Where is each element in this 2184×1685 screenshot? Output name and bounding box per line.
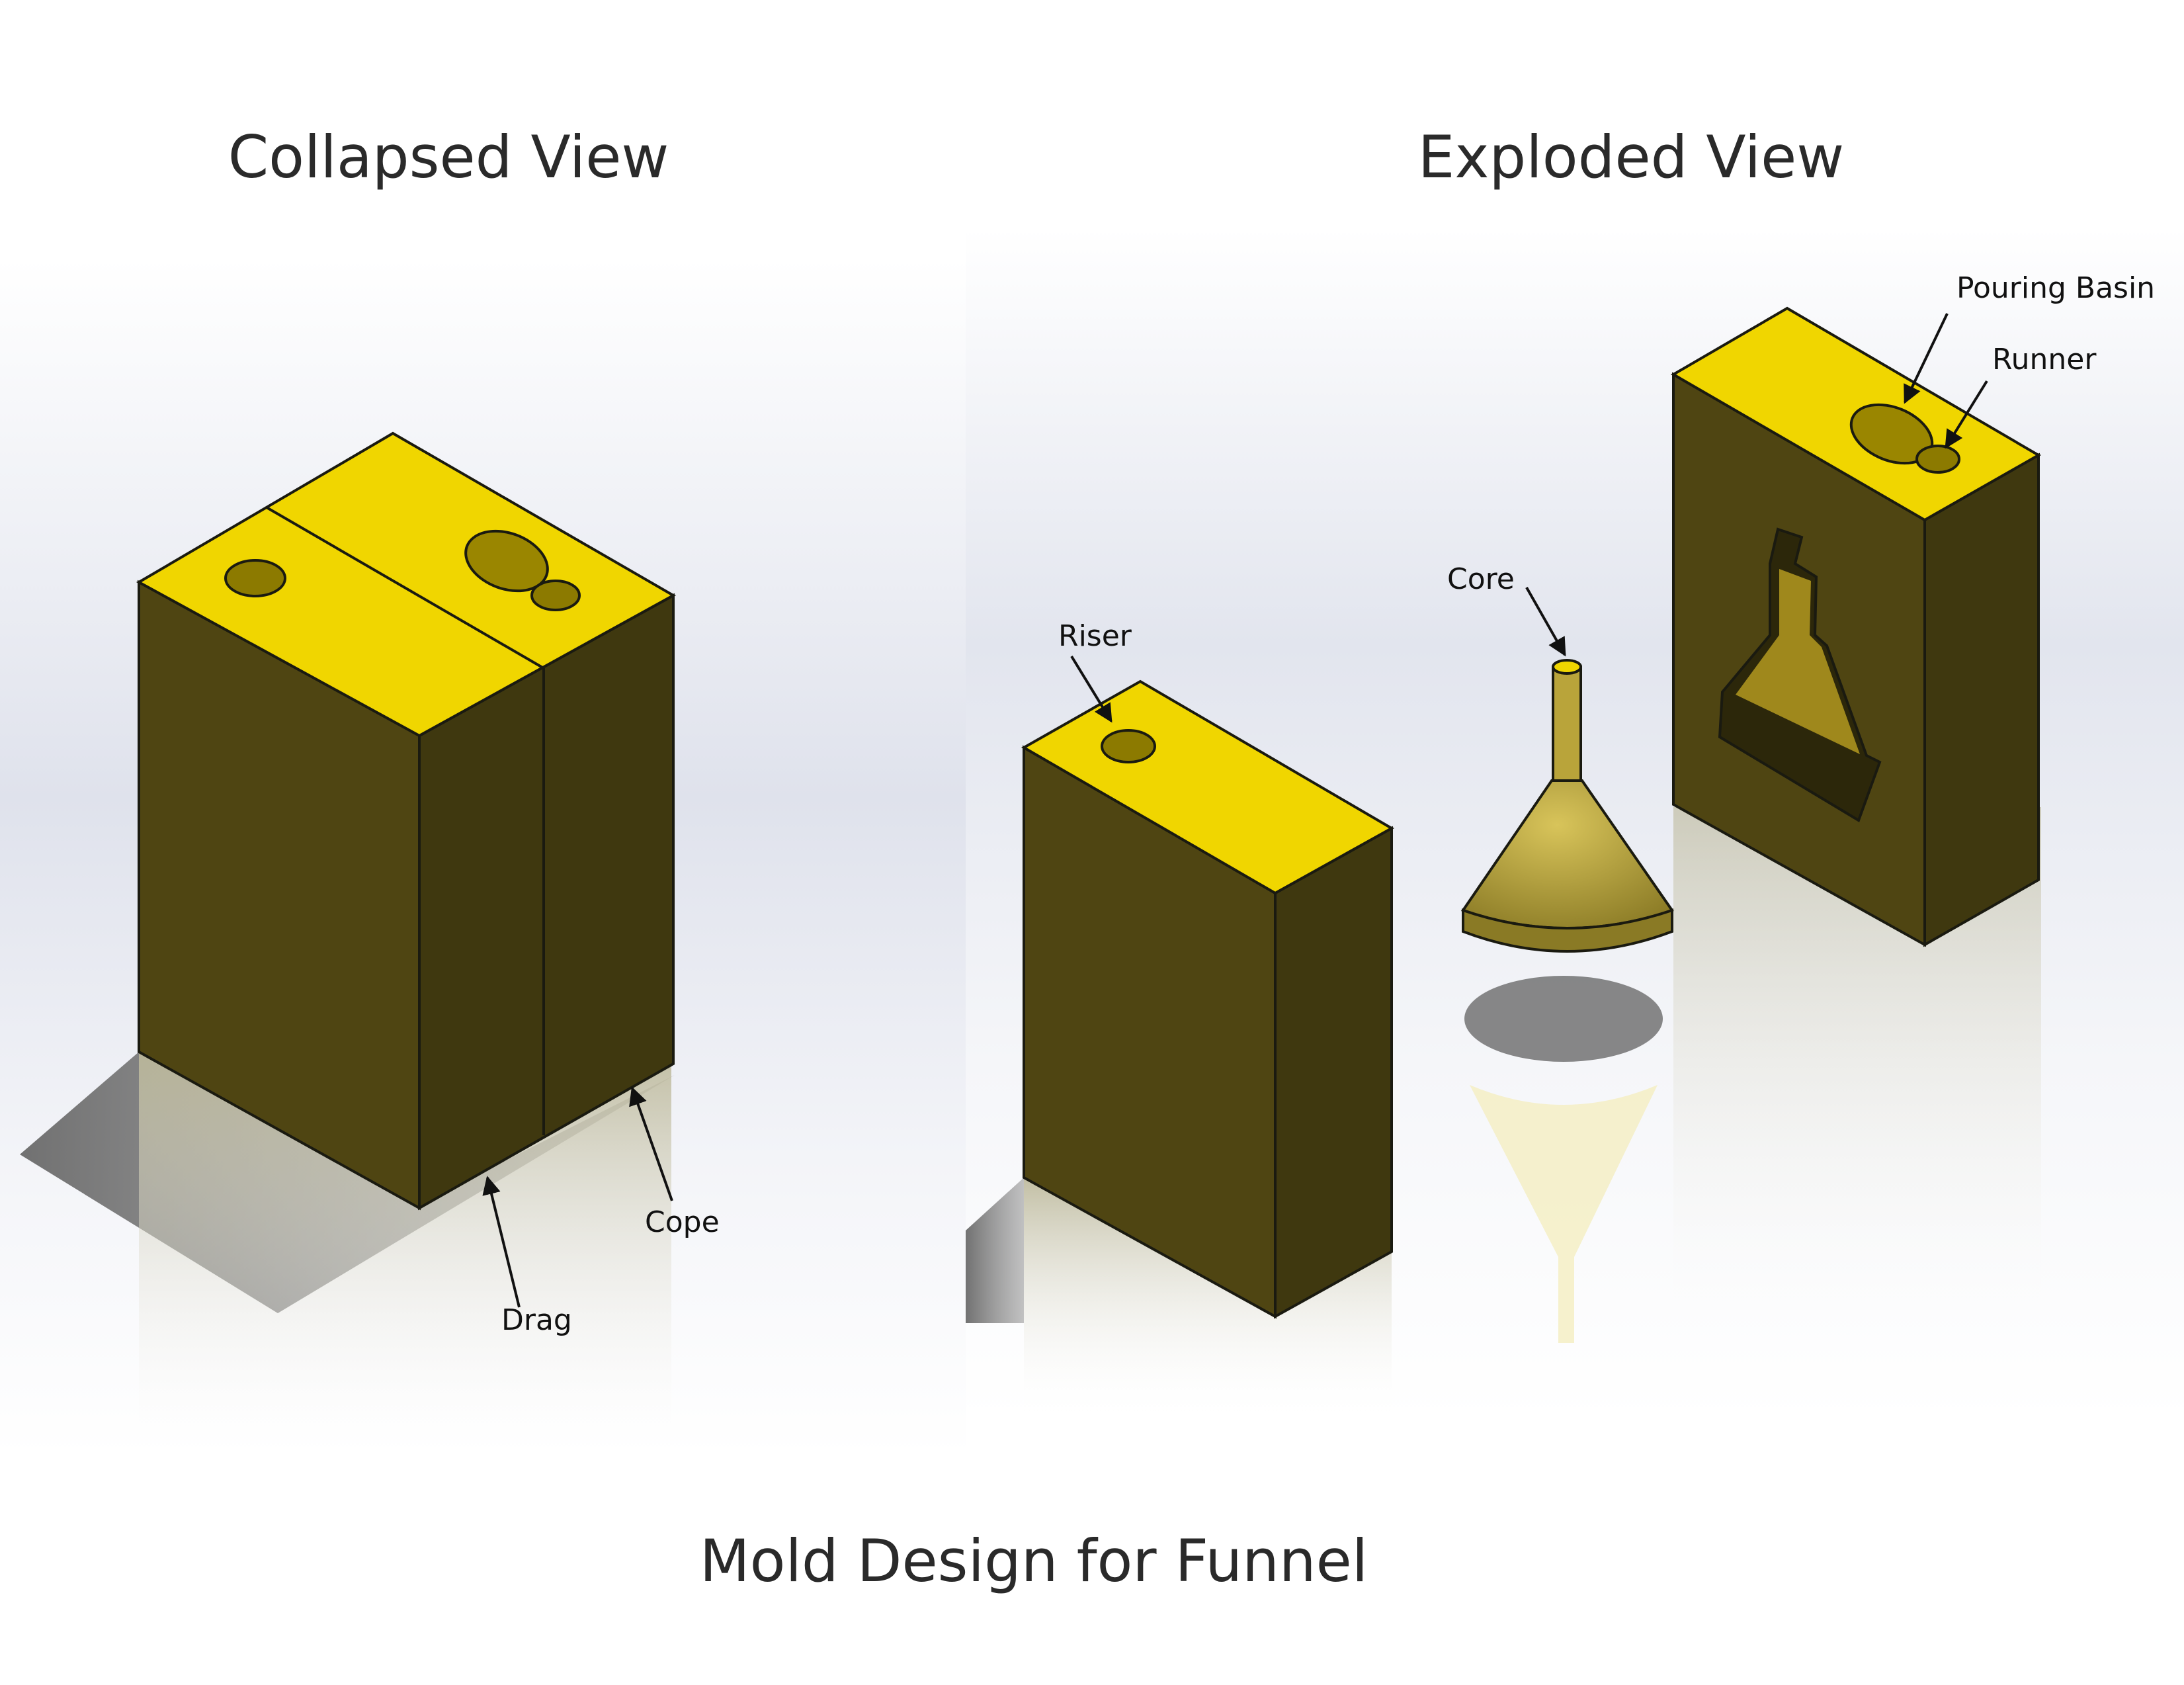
- drag-arrow: [482, 1176, 521, 1308]
- pouring-basin-label: Pouring Basin: [1956, 271, 2155, 305]
- top-parting-line: [265, 506, 545, 670]
- core-arrow: [1525, 587, 1566, 657]
- core-shadow: [1464, 976, 1663, 1062]
- runner-label: Runner: [1992, 343, 2097, 376]
- cope-arrow: [629, 1086, 673, 1201]
- core-part: [1460, 659, 1675, 1343]
- core-stem-top: [1552, 659, 1582, 675]
- core-stem: [1552, 666, 1582, 786]
- drag-label: Drag: [501, 1303, 572, 1337]
- collapsed-pouring-basin: [464, 529, 549, 593]
- cope-label: Cope: [645, 1205, 720, 1239]
- riser-label: Riser: [1058, 619, 1132, 653]
- collapsed-riser-hole: [224, 559, 286, 597]
- collapsed-top-face: [136, 431, 677, 738]
- riser-hole: [1101, 729, 1156, 763]
- core-label: Core: [1447, 562, 1515, 596]
- collapsed-view-heading: Collapsed View: [228, 123, 669, 191]
- drag-block-side: [1274, 826, 1393, 1319]
- core-reflection: [1470, 1085, 1658, 1343]
- pouring-basin-arrow: [1904, 313, 1949, 404]
- riser-arrow: [1070, 655, 1113, 723]
- drag-shadow: [966, 1178, 1024, 1323]
- exploded-cope-block: [1671, 306, 2042, 1336]
- funnel-cavity-wall: [1736, 569, 1860, 754]
- runner-arrow: [1945, 380, 1988, 449]
- exploded-view-heading: Exploded View: [1418, 123, 1845, 191]
- runner-hole: [1915, 445, 1960, 474]
- collapsed-mold: [20, 431, 677, 1455]
- exploded-callouts: Riser Core Pouring Basin Runner: [1058, 271, 2155, 723]
- figure-caption: Mold Design for Funnel: [700, 1527, 1368, 1595]
- exploded-drag-block: [966, 679, 1395, 1416]
- cope-block-side: [1923, 453, 2040, 947]
- core-rim: [1462, 908, 1673, 953]
- collapsed-callouts: Drag Cope: [482, 1086, 720, 1337]
- collapsed-runner-hole: [530, 580, 581, 611]
